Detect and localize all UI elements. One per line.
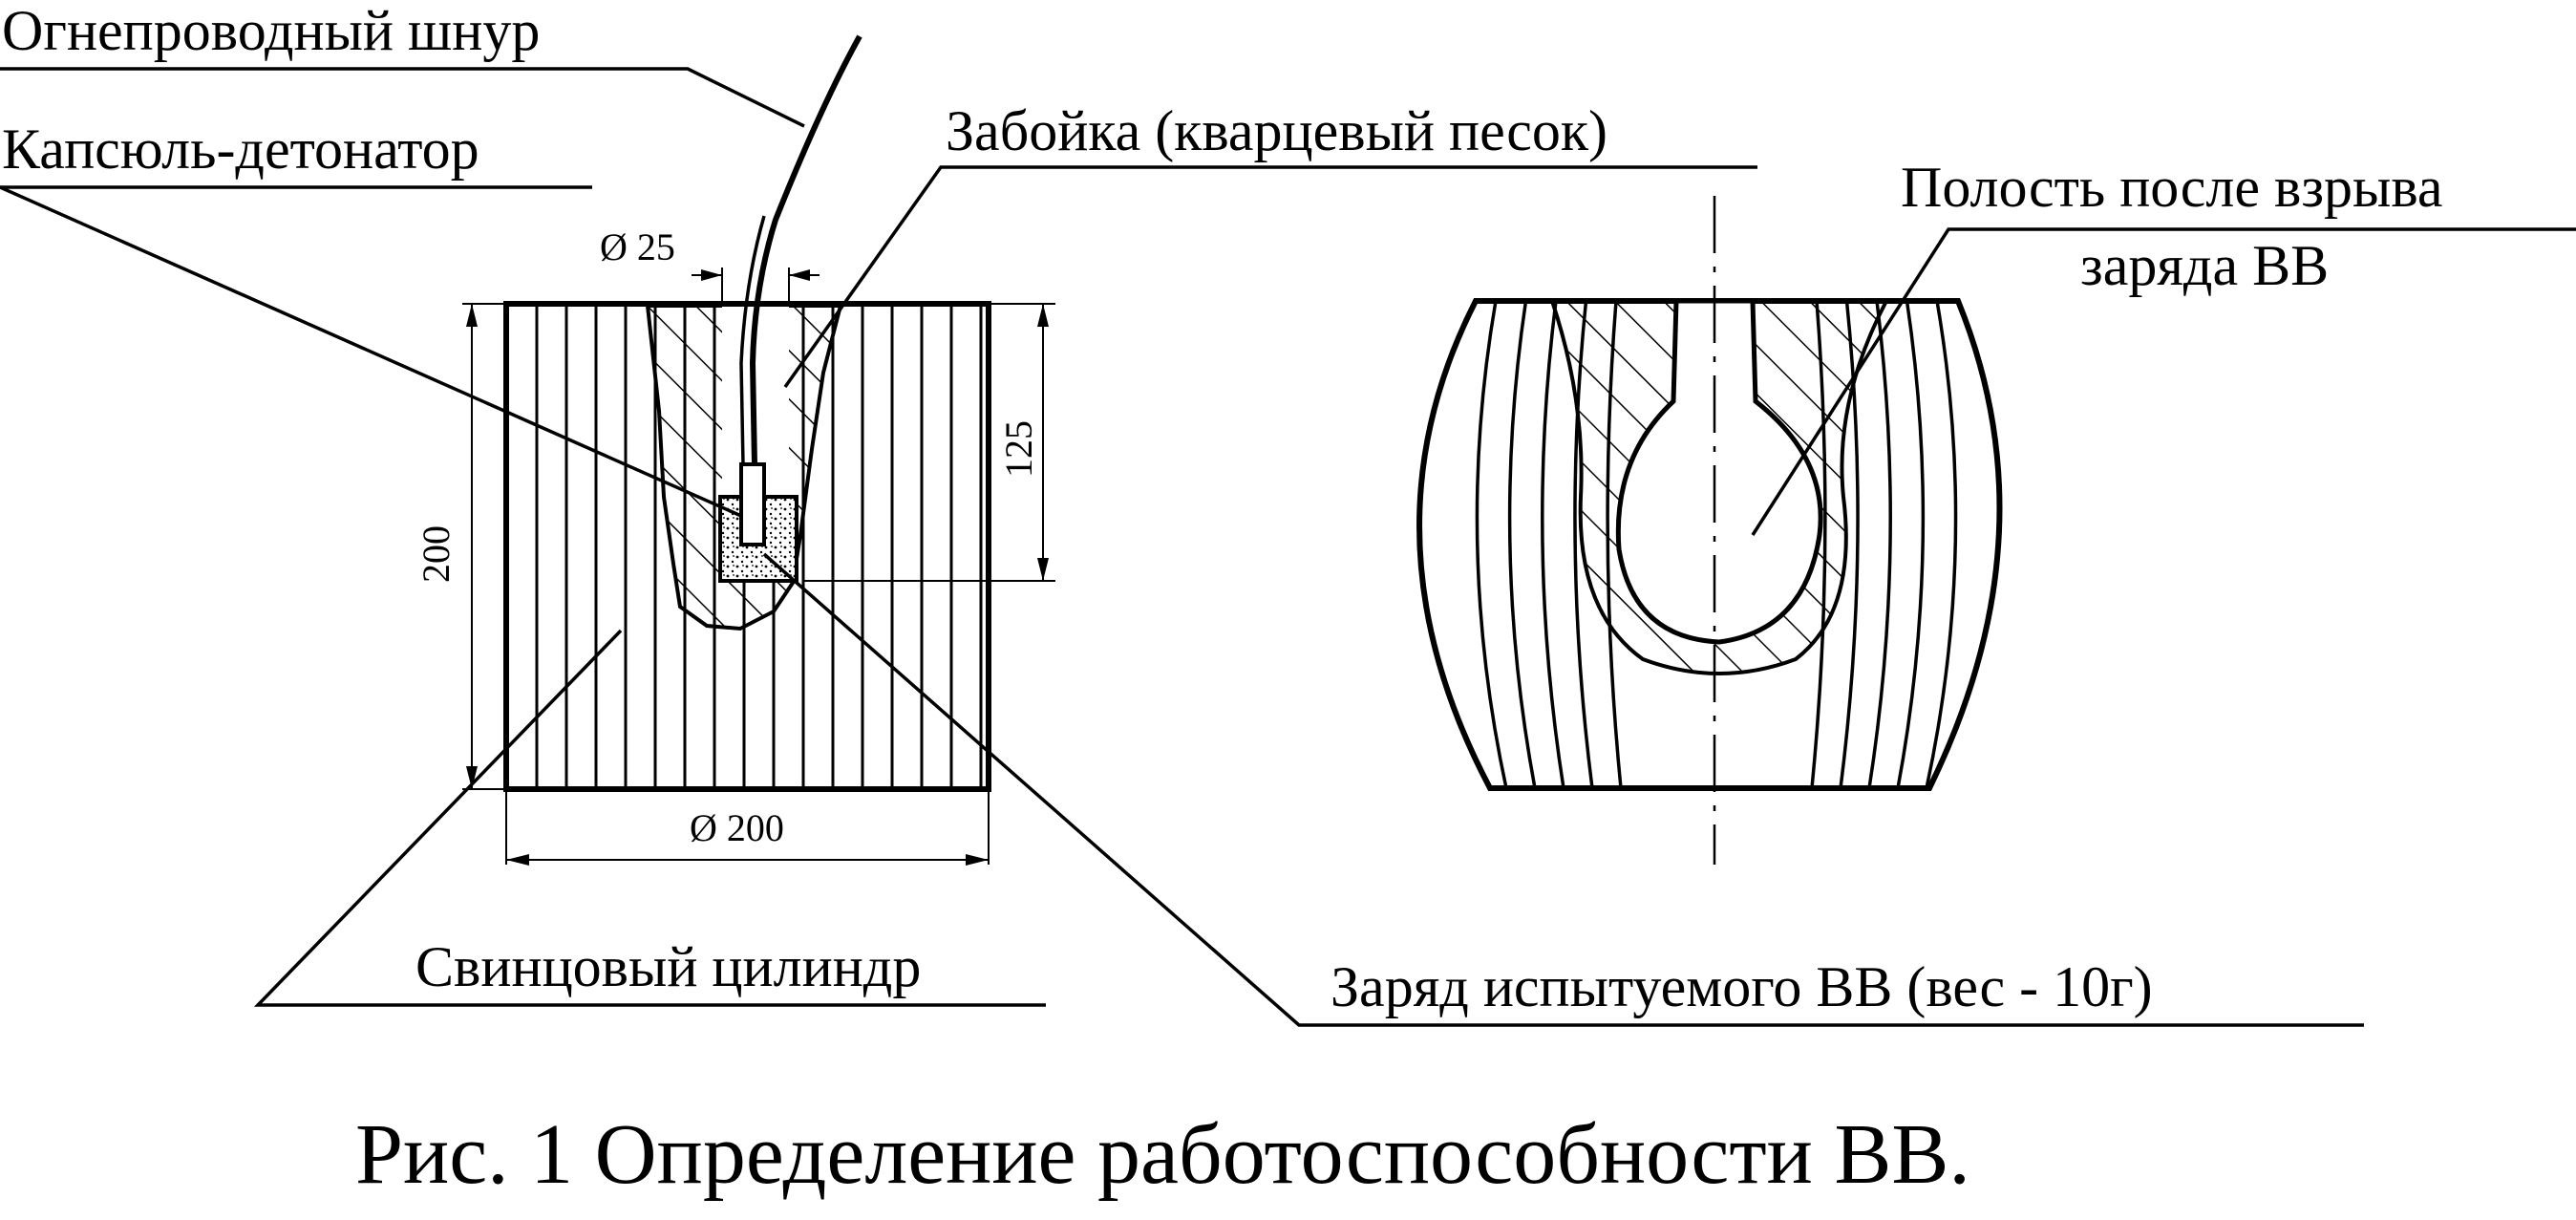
leader-lines [0, 67, 2576, 1027]
dim-hole-diameter: Ø 25 [600, 225, 675, 268]
deformed-lead-line [1925, 300, 1958, 789]
dim-height: 200 [415, 525, 458, 583]
label-cavity: Полость после взрыва [1901, 156, 2443, 219]
deformed-lead-line [1541, 300, 1565, 789]
cylinder-after [1416, 196, 2003, 865]
figure-caption: Рис. 1 Определение работоспособности ВВ. [355, 1107, 1970, 1202]
fuse-cord-outline [739, 215, 766, 465]
label-stemming: Забойка (кварцевый песок) [946, 99, 1607, 162]
cylinder-before [503, 34, 991, 792]
label-fuse: Огнепроводный шнур [2, 0, 540, 62]
deformed-lead-line [1867, 300, 1892, 789]
detonator-cap [739, 462, 766, 546]
dim-depth: 125 [997, 420, 1040, 478]
dim-cylinder-diameter: Ø 200 [690, 806, 784, 849]
fuse-cord [749, 34, 862, 465]
dimension-lines [462, 268, 1055, 866]
cylinder-outline [503, 301, 991, 792]
label-cavity-line2: заряда ВВ [2080, 234, 2329, 297]
explosion-cavity [1615, 298, 1823, 645]
label-charge: Заряд испытуемого ВВ (вес - 10г) [1331, 955, 2153, 1018]
deformed-lead-line [1507, 300, 1537, 789]
label-detonator: Капсюль-детонатор [2, 118, 479, 181]
deformed-lead-line [1475, 300, 1508, 789]
label-cylinder: Свинцовый цилиндр [415, 935, 921, 998]
deformed-lead-line [1896, 300, 1926, 789]
deformed-cylinder-outline [1416, 298, 2003, 791]
